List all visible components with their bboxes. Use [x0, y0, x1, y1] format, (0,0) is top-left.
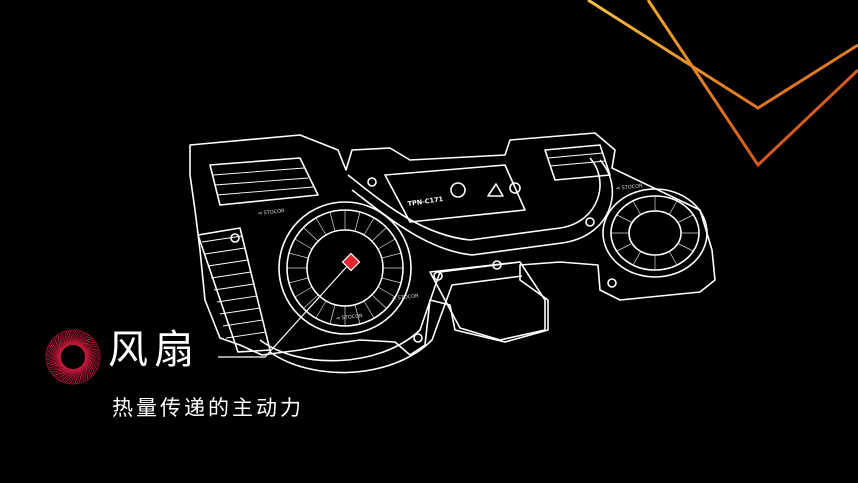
decorative-chevron-stripes: [587, 0, 858, 168]
red-diamond-marker-icon: [341, 252, 361, 272]
section-title: 风扇: [108, 327, 200, 373]
heatsink-assembly: [189, 132, 716, 374]
svg-text:⊲ STOCOR: ⊲ STOCOR: [392, 293, 420, 302]
radial-ring-icon: [45, 329, 101, 385]
hardware-labels: ⊲ STOCOR ⊲ STOCOR ⊲ STOCOR ⊲ STOCOR: [258, 183, 644, 322]
callout-leader-line: [218, 261, 352, 358]
svg-text:⊲ STOCOR: ⊲ STOCOR: [258, 208, 286, 217]
model-label: TPN-C171: [407, 195, 444, 208]
svg-text:⊲ STOCOR: ⊲ STOCOR: [616, 183, 644, 192]
section-subtitle: 热量传递的主动力: [112, 396, 304, 420]
svg-text:⊲ STOCOR: ⊲ STOCOR: [336, 313, 364, 322]
